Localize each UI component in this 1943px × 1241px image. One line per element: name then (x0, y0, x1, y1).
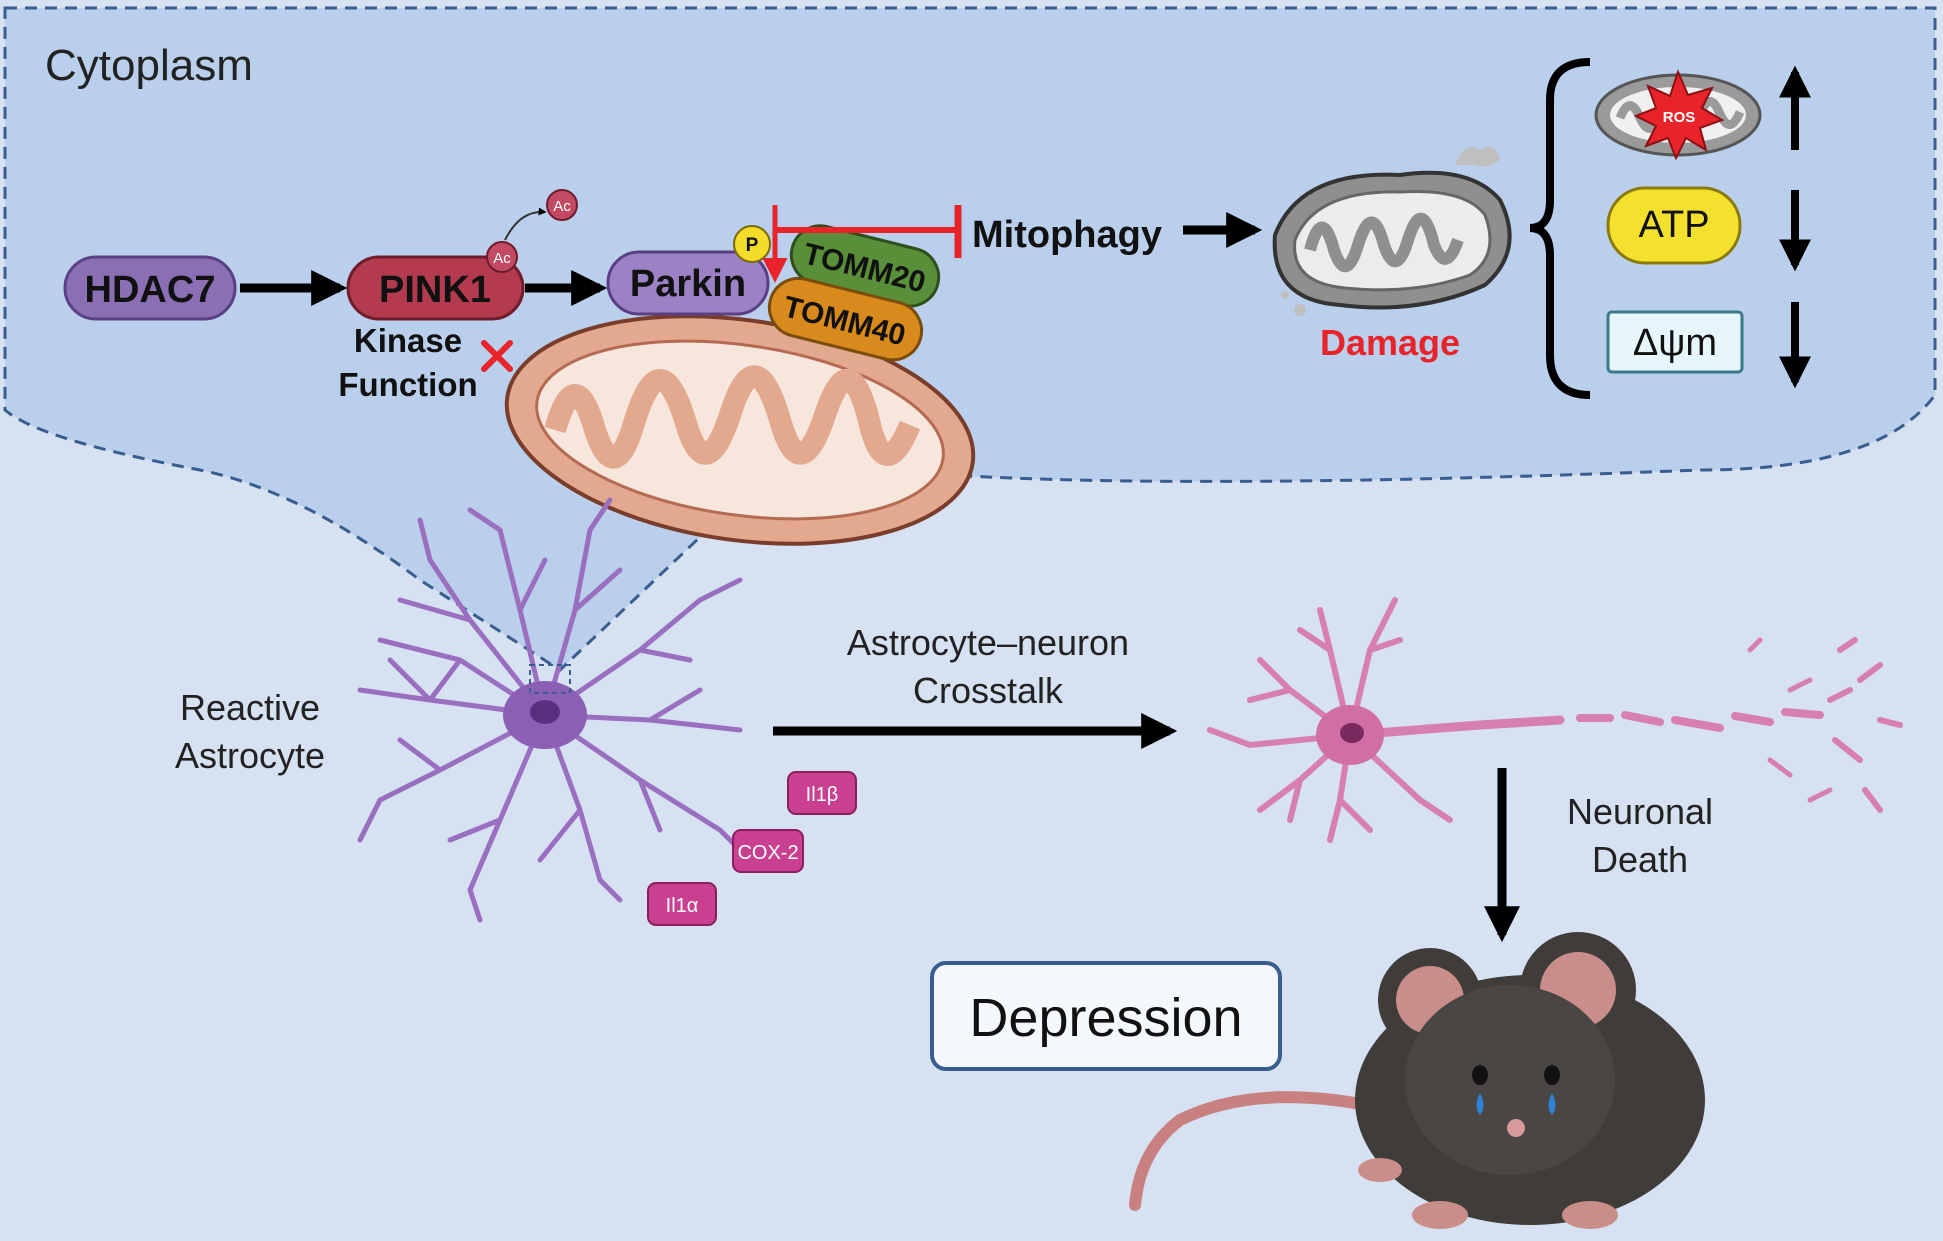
hdac7-node: HDAC7 (63, 255, 237, 321)
tear-left-icon (1476, 1093, 1484, 1115)
tear-right-icon (1548, 1093, 1556, 1115)
zoom-source-box (529, 664, 571, 694)
svg-text:ROS: ROS (1663, 109, 1696, 126)
neuronal-death-label-line1: Neuronal (1567, 791, 1713, 832)
svg-text:Parkin: Parkin (630, 263, 746, 305)
cytokine-cox2: COX-2 (732, 829, 804, 873)
svg-text:Δψm: Δψm (1633, 322, 1717, 364)
neuron-nucleus (1340, 723, 1364, 743)
damage-label: Damage (1320, 322, 1460, 363)
mitophagy-label: Mitophagy (972, 214, 1162, 256)
astrocyte-label-line1: Reactive (180, 687, 320, 728)
blocked-cross-icon (481, 340, 513, 372)
ros-burst-icon (1633, 69, 1725, 161)
ac-badge: Ac (486, 241, 518, 273)
cytokine-il1b: Il1β (787, 771, 857, 815)
mitochondrion-main (504, 314, 976, 546)
function-label: Function (338, 366, 477, 403)
parkin-node: Parkin (606, 250, 770, 316)
svg-text:PINK1: PINK1 (379, 269, 491, 311)
ac-release-arrow (504, 207, 547, 241)
sad-mouse (1129, 932, 1705, 1229)
astrocyte-label-line2: Astrocyte (175, 735, 325, 776)
atp-box: ATP (1606, 186, 1742, 265)
svg-text:ATP: ATP (1638, 204, 1709, 246)
kinase-label: Kinase (354, 322, 462, 359)
pink1-node: PINK1 (346, 255, 525, 321)
crosstalk-label-line2: Crosstalk (913, 670, 1064, 711)
outcome-bracket (1529, 58, 1591, 399)
ros-mitochondrion: ROS (1594, 69, 1762, 161)
membrane-potential-box: Δψm (1606, 310, 1744, 374)
astrocyte-nucleus (530, 700, 560, 724)
svg-text:Il1β: Il1β (806, 784, 839, 806)
tomm40-protein: TOMM40 (767, 276, 924, 362)
svg-text:Ac: Ac (493, 250, 511, 267)
svg-text:HDAC7: HDAC7 (85, 269, 216, 311)
svg-text:Il1α: Il1α (666, 895, 699, 917)
cytoplasm-label: Cytoplasm (45, 41, 253, 90)
svg-text:Ac: Ac (553, 198, 571, 215)
neuronal-death-label-line2: Death (1592, 839, 1688, 880)
svg-text:Depression: Depression (969, 988, 1242, 1048)
ac-released-badge: Ac (546, 189, 578, 221)
svg-text:P: P (746, 235, 759, 256)
degenerating-neuron (1207, 597, 1903, 843)
crosstalk-label-line1: Astrocyte–neuron (847, 622, 1129, 663)
svg-text:COX-2: COX-2 (737, 842, 798, 864)
depression-box: Depression (930, 961, 1282, 1071)
damaged-mitochondrion (1272, 146, 1512, 316)
cytokine-il1a: Il1α (647, 882, 717, 926)
phospho-badge: P (733, 225, 771, 263)
